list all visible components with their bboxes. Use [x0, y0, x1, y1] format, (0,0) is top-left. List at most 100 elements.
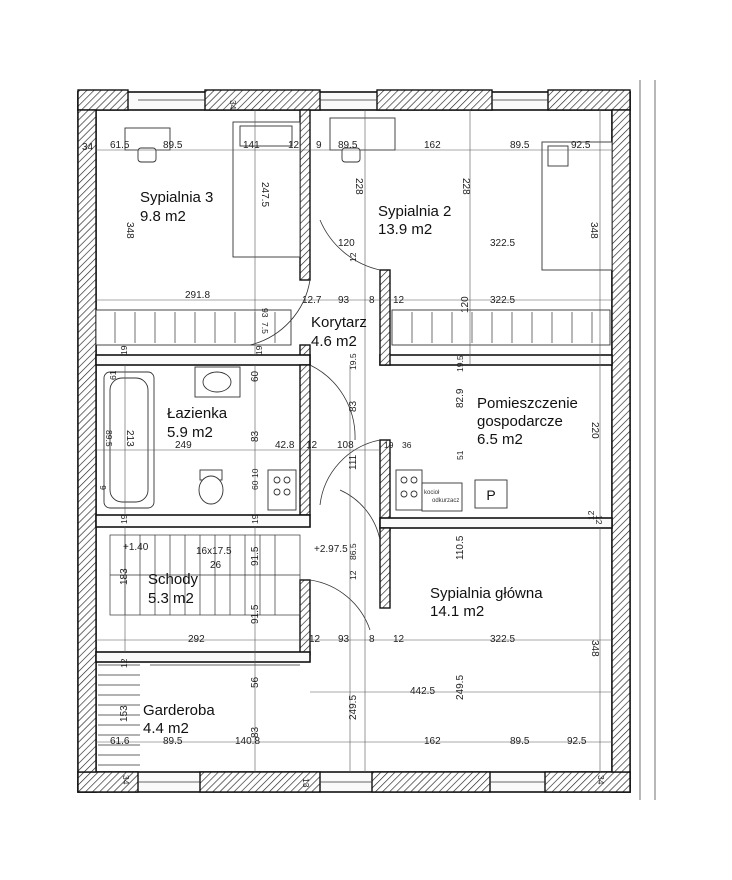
dim-label: 89.5	[163, 140, 183, 151]
dim-label: 19	[250, 514, 260, 524]
dim-label: 249	[175, 440, 192, 451]
dim-label: 247.5	[259, 182, 270, 207]
dim-label: 120	[460, 296, 471, 313]
dim-label: 12	[594, 515, 604, 525]
room-name-pomieszczenie-2: gospodarcze	[477, 413, 563, 430]
toilet	[198, 475, 224, 505]
dim-label: 12	[586, 510, 596, 520]
dim-label: 42.8	[275, 440, 295, 451]
fixtures	[95, 117, 613, 766]
dim-label: 12	[348, 252, 358, 262]
dim-label: 86.5	[348, 543, 358, 560]
dim-label: 61	[108, 370, 118, 380]
wardrobe-sypialnia-3	[95, 309, 292, 346]
dim-label: 89.5	[510, 140, 530, 151]
dim-label: 83	[250, 430, 261, 442]
room-area-lazienka: 5.9 m2	[167, 424, 213, 441]
dim-label: 16x17.5	[196, 546, 232, 557]
outer-walls	[77, 80, 656, 800]
dim-label: 89.5	[163, 736, 183, 747]
dim-label: 60	[250, 480, 260, 490]
dim-label: 10	[250, 468, 260, 478]
dim-label: 93	[260, 308, 270, 318]
misc-labels: P kocioł odkurzacz	[424, 487, 496, 504]
boiler-label: kocioł	[424, 490, 440, 496]
dim-label: 141	[243, 140, 260, 151]
dim-label: 348	[588, 222, 599, 239]
dim-label: 60	[250, 370, 261, 382]
dim-label: 12	[393, 634, 405, 645]
dim-label: 13	[301, 778, 311, 788]
wardrobe-sypialnia-2	[391, 309, 611, 346]
dim-label: 82.9	[455, 388, 466, 408]
dim-label: 19.5	[348, 353, 358, 370]
dim-label: 92.5	[567, 736, 587, 747]
dim-label: 12	[348, 570, 358, 580]
dim-label: 34	[228, 100, 238, 110]
wardrobe-lines-s3	[114, 312, 276, 343]
dim-label: 93	[338, 634, 350, 645]
room-name-sypialnia-2: Sypialnia 2	[378, 203, 451, 220]
dim-label: 108	[337, 440, 354, 451]
room-name-garderoba: Garderoba	[143, 702, 215, 719]
dim-label: +2.97.5	[314, 544, 348, 555]
dim-label: 19	[384, 440, 394, 450]
dim-label: 213	[124, 430, 135, 447]
room-area-sypialnia-glowna: 14.1 m2	[430, 603, 484, 620]
dim-label: 83	[348, 400, 359, 412]
dim-label: 9	[316, 140, 322, 151]
dim-label: 348	[124, 222, 135, 239]
room-area-korytarz: 4.6 m2	[311, 333, 357, 350]
dim-label: 442.5	[410, 686, 435, 697]
dim-label: 153	[119, 705, 130, 722]
dim-label: 19	[254, 345, 264, 355]
dim-label: +1.40	[123, 542, 149, 553]
dim-label: 111	[348, 454, 359, 470]
dim-label: 26	[210, 560, 222, 571]
washer-bathroom	[267, 469, 297, 511]
dim-label: 291.8	[185, 290, 210, 301]
dim-label: 93	[338, 295, 350, 306]
dim-label: 110.5	[455, 535, 466, 560]
dim-label: 12	[393, 295, 405, 306]
dim-label: 249.5	[455, 675, 466, 700]
dimension-lines	[96, 110, 612, 772]
garderoba-shelves	[98, 664, 300, 766]
dim-label: 140.8	[235, 736, 260, 747]
dim-label: 56	[250, 676, 261, 688]
dim-label: 61.6	[110, 736, 130, 747]
dim-label: 12	[306, 440, 318, 451]
p-mark-label: P	[486, 487, 495, 503]
stove	[395, 469, 423, 511]
dim-label: 12	[309, 634, 321, 645]
dim-label: 322.5	[490, 634, 515, 645]
boiler-box	[421, 482, 463, 512]
room-area-garderoba: 4.4 m2	[143, 720, 189, 737]
doors	[249, 219, 381, 631]
room-area-sypialnia-2: 13.9 m2	[378, 221, 432, 238]
dim-label: 249.5	[348, 695, 359, 720]
dim-label: 228	[460, 178, 471, 195]
dim-label: 61.5	[110, 140, 130, 151]
interior-walls	[95, 109, 613, 663]
dim-label: 89.5	[338, 140, 358, 151]
dim-label: 292	[188, 634, 205, 645]
vacuum-label: odkurzacz	[432, 498, 459, 504]
dim-label: 348	[589, 640, 600, 657]
dim-label: 6	[98, 485, 108, 490]
dim-label: 12.7	[302, 295, 322, 306]
dim-label: 228	[353, 178, 364, 195]
room-area-pomieszczenie: 6.5 m2	[477, 431, 523, 448]
room-name-sypialnia-glowna: Sypialnia główna	[430, 585, 543, 602]
dim-label: 322.5	[490, 238, 515, 249]
dim-label: 322.5	[490, 295, 515, 306]
dim-label: 51	[455, 450, 465, 460]
room-labels: Sypialnia 3 9.8 m2 Sypialnia 2 13.9 m2 K…	[140, 189, 578, 737]
p-box	[474, 479, 508, 509]
dim-label: 83	[250, 726, 261, 738]
room-name-korytarz: Korytarz	[311, 314, 367, 331]
dim-label: 91.5	[250, 604, 261, 624]
dim-label: 220	[589, 422, 600, 439]
dim-label: 89.5	[104, 430, 114, 447]
